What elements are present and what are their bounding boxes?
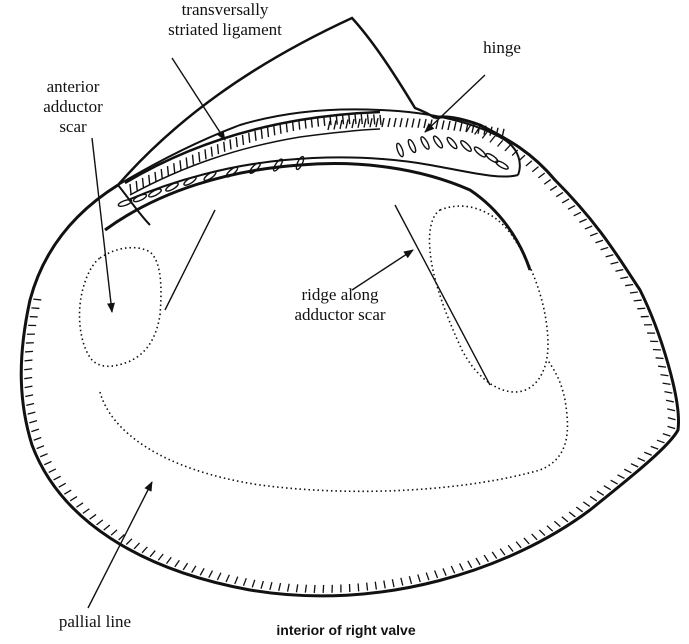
ridge-arrow	[352, 250, 413, 290]
figure-caption: interior of right valve	[226, 622, 466, 638]
anterior-adductor-scar	[80, 248, 161, 367]
pallial-line-arrow	[88, 482, 152, 608]
anterior-scar-arrow	[92, 138, 112, 312]
pallial-line	[100, 360, 567, 491]
margin-crenulations	[24, 125, 675, 593]
anterior-ridge	[165, 210, 215, 310]
ligament	[125, 112, 381, 195]
label-hinge: hinge	[472, 38, 532, 58]
label-ligament: transversally striated ligament	[145, 0, 305, 40]
label-ridge: ridge along adductor scar	[275, 285, 405, 325]
posterior-ridge	[395, 205, 490, 385]
label-anterior-adductor-scar: anterior adductor scar	[18, 77, 128, 137]
label-pallial-line: pallial line	[40, 612, 150, 632]
posterior-adductor-scar	[429, 206, 548, 392]
ligament-arrow	[172, 58, 225, 140]
